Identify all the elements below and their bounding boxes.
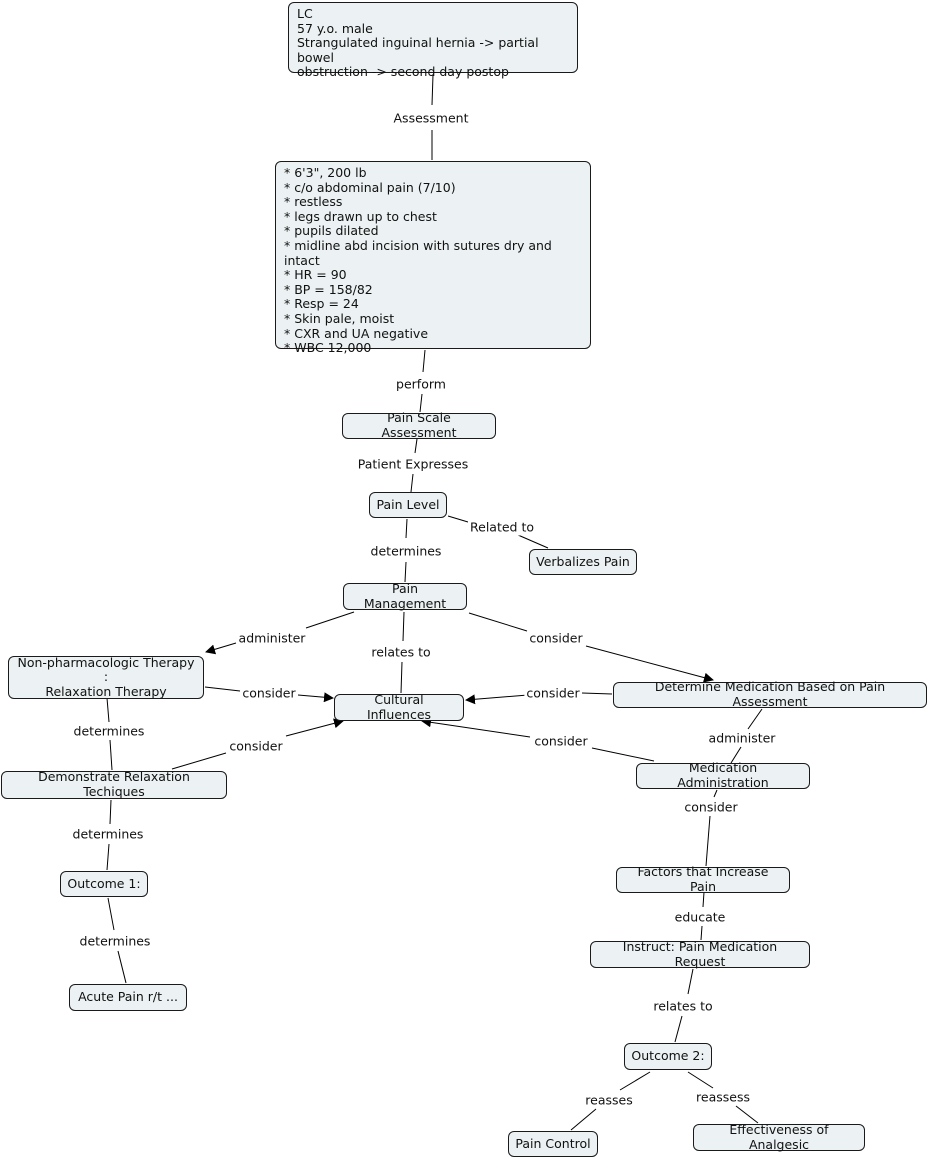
connector-line bbox=[591, 747, 655, 762]
link-label-consider: consider bbox=[682, 798, 740, 816]
instruct-pain-medication-node[interactable]: Instruct: Pain Medication Request bbox=[590, 939, 810, 968]
connector-line bbox=[674, 1015, 683, 1043]
connector-line bbox=[687, 1071, 714, 1089]
connector-line bbox=[414, 438, 418, 454]
effectiveness-analgesic-node[interactable]: Effectiveness of Analgesic bbox=[693, 1122, 865, 1151]
link-label-reasses: reasses bbox=[583, 1091, 635, 1109]
connector-line bbox=[517, 534, 549, 549]
link-label-consider: consider bbox=[527, 629, 585, 647]
connector-line bbox=[713, 789, 718, 798]
connector-line bbox=[700, 925, 703, 941]
connector-line bbox=[468, 612, 528, 632]
link-label-reassess: reassess bbox=[694, 1088, 752, 1106]
determine-medication-node[interactable]: Determine Medication Based on Pain Asses… bbox=[613, 680, 927, 709]
cultural-influences-node[interactable]: Cultural Influences bbox=[334, 692, 464, 721]
link-label-determines: determines bbox=[70, 825, 146, 843]
connector-line bbox=[422, 349, 426, 373]
connector-line bbox=[431, 74, 434, 106]
connector-line bbox=[619, 1071, 651, 1091]
connector-line bbox=[297, 692, 334, 703]
connector-line bbox=[687, 968, 694, 995]
link-label-relates-to: relates to bbox=[651, 997, 715, 1015]
connector-line bbox=[730, 746, 742, 764]
connector-line bbox=[585, 645, 714, 683]
link-label-educate: educate bbox=[672, 908, 728, 926]
connector-line bbox=[205, 642, 237, 655]
connector-line bbox=[421, 717, 531, 738]
outcome-1-node[interactable]: Outcome 1: bbox=[60, 871, 148, 897]
connector-line bbox=[285, 718, 344, 737]
link-label-determines: determines bbox=[77, 932, 153, 950]
connector-line bbox=[581, 692, 613, 695]
connector-line bbox=[447, 515, 469, 523]
patient-info-node[interactable]: LC 57 y.o. male Strangulated inguinal he… bbox=[288, 2, 578, 79]
acute-pain-node[interactable]: Acute Pain r/t ... bbox=[69, 984, 187, 1011]
demonstrate-relaxation-node[interactable]: Demonstrate Relaxation Techiques bbox=[1, 770, 227, 799]
link-label-relates-to: relates to bbox=[369, 643, 433, 661]
link-label-determines: determines bbox=[368, 542, 444, 560]
connector-line bbox=[465, 694, 529, 705]
link-label-consider: consider bbox=[532, 732, 590, 750]
link-label-determines: determines bbox=[71, 722, 147, 740]
link-label-patient-expresses: Patient Expresses bbox=[355, 455, 471, 473]
assessment-data-node[interactable]: * 6'3", 200 lb * c/o abdominal pain (7/1… bbox=[275, 161, 591, 355]
connector-line bbox=[171, 752, 227, 770]
connector-line bbox=[747, 708, 763, 730]
pain-control-node[interactable]: Pain Control bbox=[508, 1131, 598, 1157]
connector-line bbox=[404, 561, 407, 583]
connector-line bbox=[570, 1108, 597, 1131]
connector-line bbox=[106, 697, 110, 723]
connector-line bbox=[702, 891, 705, 908]
outcome-2-node[interactable]: Outcome 2: bbox=[624, 1043, 712, 1070]
factors-increase-pain-node[interactable]: Factors that Increase Pain bbox=[616, 865, 790, 894]
connector-line bbox=[107, 897, 115, 931]
link-label-perform: perform bbox=[394, 375, 448, 393]
link-label-related-to: Related to bbox=[468, 518, 536, 536]
connector-line bbox=[305, 611, 355, 629]
connector-line bbox=[109, 799, 112, 825]
connector-line bbox=[109, 739, 113, 771]
medication-administration-node[interactable]: Medication Administration bbox=[636, 761, 810, 790]
connector-line bbox=[402, 611, 405, 642]
connector-line bbox=[400, 661, 403, 694]
link-label-consider: consider bbox=[524, 684, 582, 702]
connector-line bbox=[106, 843, 110, 871]
pain-scale-assessment-node[interactable]: Pain Scale Assessment bbox=[342, 411, 496, 440]
link-label-assessment: Assessment bbox=[391, 109, 471, 127]
connector-line bbox=[410, 473, 414, 493]
link-label-administer: administer bbox=[236, 629, 308, 647]
connector-line bbox=[405, 518, 408, 539]
link-label-administer: administer bbox=[706, 729, 778, 747]
non-pharmacologic-therapy-node[interactable]: Non-pharmacologic Therapy : Relaxation T… bbox=[8, 655, 204, 699]
link-label-consider: consider bbox=[240, 684, 298, 702]
connector-line bbox=[705, 815, 711, 867]
connector-line bbox=[204, 686, 241, 692]
pain-management-node[interactable]: Pain Management bbox=[343, 581, 467, 610]
connector-line bbox=[419, 393, 423, 413]
link-label-consider: consider bbox=[227, 737, 285, 755]
pain-level-node[interactable]: Pain Level bbox=[369, 492, 447, 518]
connector-line bbox=[117, 950, 127, 984]
connector-line bbox=[735, 1105, 759, 1124]
verbalizes-pain-node[interactable]: Verbalizes Pain bbox=[529, 549, 637, 575]
